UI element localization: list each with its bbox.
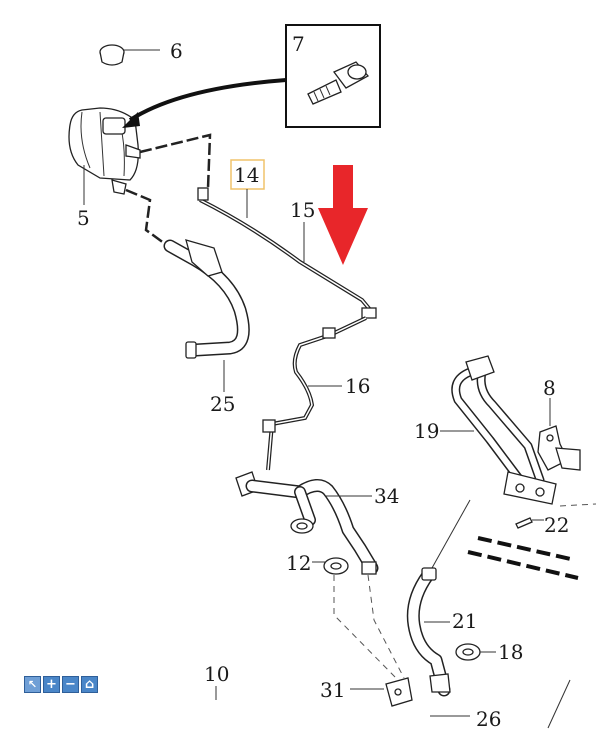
callout-22: 22 [544, 513, 569, 537]
zoom-out-button[interactable]: − [62, 676, 79, 693]
callout-19: 19 [414, 419, 439, 443]
callout-15: 15 [290, 198, 315, 222]
bolt-icon [307, 61, 370, 105]
bolt-22[interactable] [515, 517, 544, 529]
hose-25[interactable] [163, 239, 250, 359]
red-down-arrow [318, 165, 368, 265]
detail-box-7[interactable] [285, 24, 381, 128]
hose-34[interactable] [235, 471, 379, 575]
home-button[interactable]: ⌂ [81, 676, 98, 693]
part-8[interactable] [537, 425, 581, 471]
pipe-16[interactable] [262, 316, 367, 471]
callout-8: 8 [543, 376, 556, 400]
callout-14: 14 [234, 163, 259, 187]
callout-10: 10 [204, 662, 229, 686]
callout-26: 26 [476, 707, 501, 731]
callout-7: 7 [292, 32, 305, 56]
callout-21: 21 [452, 609, 477, 633]
pipe-19[interactable] [451, 355, 557, 505]
hose-34-end [361, 561, 377, 575]
callout-6: 6 [170, 39, 183, 63]
minus-icon: − [65, 677, 76, 692]
hose-21[interactable] [406, 567, 451, 697]
clamp-12a[interactable] [290, 518, 314, 534]
part-31[interactable] [385, 677, 413, 707]
clamp-18[interactable] [455, 643, 481, 661]
viewer-toolbar: ↖ + − ⌂ [24, 676, 98, 693]
cursor-icon[interactable]: ↖ [24, 676, 41, 693]
pipe-15[interactable] [197, 187, 377, 319]
callout-18: 18 [498, 640, 523, 664]
tank-cap[interactable] [99, 44, 160, 66]
callout-16: 16 [345, 374, 370, 398]
plus-icon: + [46, 677, 57, 692]
expansion-tank[interactable] [68, 107, 141, 195]
clamp-12b[interactable] [323, 557, 349, 575]
callout-25: 25 [210, 392, 235, 416]
home-icon: ⌂ [84, 677, 95, 692]
zoom-in-button[interactable]: + [43, 676, 60, 693]
callout-12: 12 [286, 551, 311, 575]
callout-31: 31 [320, 678, 345, 702]
callout-5: 5 [77, 206, 90, 230]
callout-34: 34 [374, 484, 399, 508]
